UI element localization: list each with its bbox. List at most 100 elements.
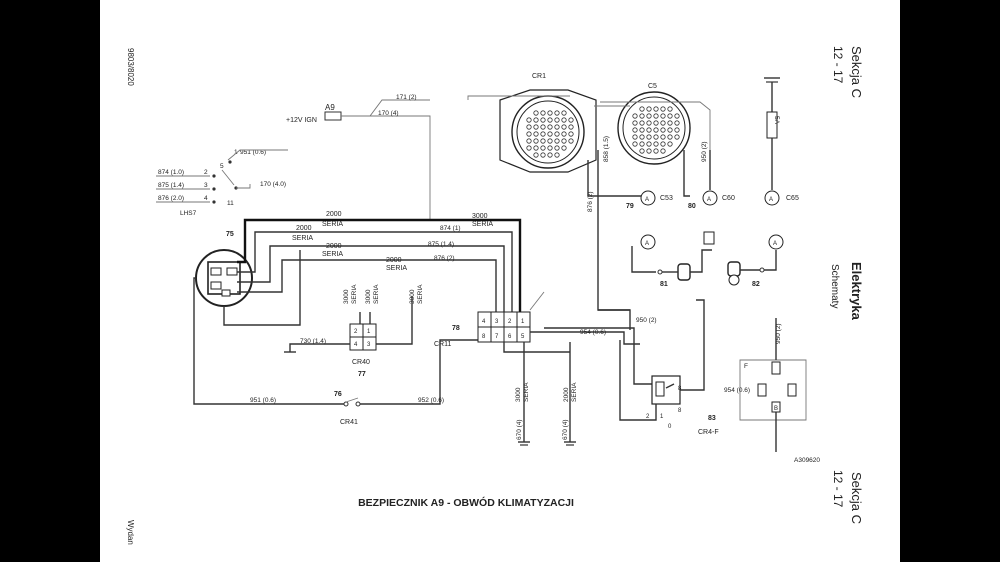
connector-pin xyxy=(653,148,659,154)
connector-pin xyxy=(639,106,645,112)
connector-pin xyxy=(639,141,645,147)
connector-pin xyxy=(639,127,645,133)
svg-text:A: A xyxy=(645,197,649,203)
connector-pin xyxy=(561,117,567,123)
chapter-title: Elektryka xyxy=(849,262,864,321)
connector-pin xyxy=(540,124,546,130)
num-77: 77 xyxy=(358,371,366,378)
connector-pin xyxy=(639,120,645,126)
blower-motor-75 xyxy=(195,249,253,307)
connector-pin xyxy=(547,117,553,123)
svg-text:4: 4 xyxy=(354,342,358,348)
connector-pin xyxy=(639,148,645,154)
connector-pin xyxy=(568,138,574,144)
subchapter-title: Schematy xyxy=(829,264,840,308)
connector-pin xyxy=(540,145,546,151)
svg-text:5: 5 xyxy=(521,334,525,340)
series-seria-d: SERIA xyxy=(322,251,343,258)
connector-pin xyxy=(526,138,532,144)
component-82: A xyxy=(727,234,784,286)
svg-text:8: 8 xyxy=(678,386,682,392)
series-seria-v3: SERIA xyxy=(417,284,424,304)
connector-pin xyxy=(646,141,652,147)
connector-pin xyxy=(526,131,532,137)
series-3000-v4: 3000 xyxy=(515,387,522,402)
svg-text:1: 1 xyxy=(521,319,525,325)
connector-pin xyxy=(561,124,567,130)
connector-pin xyxy=(646,106,652,112)
series-seria-a: SERIA xyxy=(322,221,343,228)
component-81: A xyxy=(631,231,715,281)
fuse-supply-label: +12V IGN xyxy=(286,117,317,124)
footer-text: Wydan xyxy=(126,520,135,545)
series-3000-a: 3000 xyxy=(472,213,488,220)
relay-f-label: F xyxy=(744,363,748,370)
connector-c65-label: C65 xyxy=(786,195,799,202)
connector-pin xyxy=(540,117,546,123)
connector-pin xyxy=(653,127,659,133)
connector-pin xyxy=(653,141,659,147)
svg-text:6: 6 xyxy=(508,334,512,340)
connector-pin xyxy=(554,131,560,137)
svg-text:4: 4 xyxy=(482,319,486,325)
connector-pin xyxy=(660,127,666,133)
connector-pin xyxy=(653,106,659,112)
relay-cr4f: 8 2 1 8 0 xyxy=(646,375,682,430)
series-seria-v5: SERIA xyxy=(571,382,578,402)
connector-pin xyxy=(646,120,652,126)
series-2000-b: 2000 xyxy=(296,225,312,232)
connector-pin xyxy=(533,124,539,130)
connector-c53-label: C53 xyxy=(660,195,673,202)
num-80: 80 xyxy=(688,203,696,210)
connector-cr40-label: CR40 xyxy=(352,359,370,366)
wire-876-v: 876 (2) xyxy=(587,191,594,212)
series-3000-v2: 3000 xyxy=(365,289,372,304)
switch-wire-875: 875 (1.4) xyxy=(158,182,184,189)
connector-pin xyxy=(533,131,539,137)
svg-text:8: 8 xyxy=(482,334,486,340)
connector-pin xyxy=(547,138,553,144)
connector-cr1 xyxy=(499,89,597,173)
connector-pin xyxy=(547,124,553,130)
connector-c5 xyxy=(617,91,691,165)
num-83: 83 xyxy=(708,415,716,422)
series-3000-v1: 3000 xyxy=(343,289,350,304)
connector-pin xyxy=(660,134,666,140)
wire-875: 875 (1.4) xyxy=(428,241,454,248)
connector-pin xyxy=(653,113,659,119)
connector-cr11-label: CR11 xyxy=(434,341,451,348)
series-seria-c: SERIA xyxy=(292,235,313,242)
svg-text:2: 2 xyxy=(646,414,650,420)
switch-pin-5: 5 xyxy=(220,163,224,170)
wire-730: 730 (1.4) xyxy=(300,338,326,345)
connector-pin xyxy=(533,138,539,144)
connector-pin xyxy=(632,127,638,133)
svg-text:0: 0 xyxy=(668,424,672,430)
switch-wire-170: 170 (4.0) xyxy=(260,181,286,188)
connector-pin xyxy=(547,145,553,151)
num-81: 81 xyxy=(660,281,668,288)
series-2000-d: 2000 xyxy=(386,257,402,264)
connector-pin xyxy=(554,145,560,151)
connector-pin xyxy=(540,152,546,158)
connector-pin xyxy=(526,145,532,151)
wire-876: 876 (2) xyxy=(434,255,455,262)
connector-c60: A xyxy=(702,190,718,206)
connector-pin xyxy=(646,134,652,140)
series-seria-e: SERIA xyxy=(386,265,407,272)
num-75: 75 xyxy=(226,231,234,238)
connector-pin xyxy=(674,120,680,126)
connector-pin xyxy=(632,120,638,126)
connector-pin xyxy=(568,124,574,130)
diagram-caption: BEZPIECZNIK A9 - OBWÓD KLIMATYZACJI xyxy=(358,496,574,509)
connector-pin xyxy=(632,113,638,119)
doc-number: 9803/8020 xyxy=(126,48,135,86)
connector-pin xyxy=(547,131,553,137)
svg-text:A: A xyxy=(773,241,777,247)
connector-pin xyxy=(561,110,567,116)
connector-pin xyxy=(533,117,539,123)
connector-pin xyxy=(554,124,560,130)
connector-pin xyxy=(646,148,652,154)
switch-wire-951: 951 (0.6) xyxy=(240,149,266,156)
